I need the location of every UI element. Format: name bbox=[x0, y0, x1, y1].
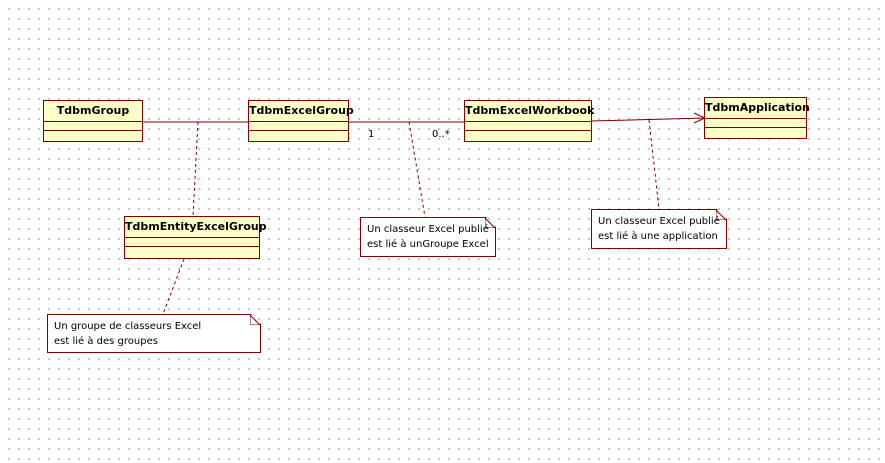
note-excel-group[interactable]: Un groupe de classeurs Excel est lié à d… bbox=[47, 314, 261, 353]
note-line-2: est lié à unGroupe Excel bbox=[367, 239, 489, 250]
note-line-2: est lié à une application bbox=[598, 231, 718, 242]
note-workbook-group[interactable]: Un classeur Excel publié est lié à unGro… bbox=[360, 217, 496, 257]
operations-compartment bbox=[705, 128, 806, 137]
operations-compartment bbox=[125, 247, 259, 256]
attributes-compartment bbox=[125, 238, 259, 247]
class-tdbm-application[interactable]: TdbmApplication bbox=[704, 97, 810, 139]
note-link-workbook-app bbox=[648, 119, 660, 210]
class-tdbm-excel-group[interactable]: TdbmExcelGroup bbox=[248, 100, 354, 142]
class-name: TdbmEntityExcelGroup bbox=[125, 217, 267, 238]
class-name: TdbmGroup bbox=[44, 101, 142, 122]
operations-compartment bbox=[44, 131, 142, 140]
operations-compartment bbox=[465, 131, 591, 140]
note-workbook-application[interactable]: Un classeur Excel publié est lié à une a… bbox=[591, 209, 727, 249]
multiplicity-zero-many: 0..* bbox=[432, 129, 450, 140]
attributes-compartment bbox=[705, 119, 806, 128]
association-workbook-application[interactable] bbox=[590, 117, 706, 122]
attributes-compartment bbox=[44, 122, 142, 131]
note-line-2: est lié à des groupes bbox=[54, 336, 158, 347]
class-tdbm-group[interactable]: TdbmGroup bbox=[43, 100, 143, 142]
class-tdbm-excel-workbook[interactable]: TdbmExcelWorkbook bbox=[464, 100, 594, 142]
note-link-workbook-group bbox=[408, 121, 426, 218]
multiplicity-one: 1 bbox=[368, 129, 375, 140]
attributes-compartment bbox=[249, 122, 348, 131]
note-line-1: Un groupe de classeurs Excel bbox=[54, 321, 202, 332]
attributes-compartment bbox=[465, 122, 591, 131]
operations-compartment bbox=[249, 131, 348, 140]
class-name: TdbmApplication bbox=[705, 98, 810, 119]
class-name: TdbmExcelWorkbook bbox=[465, 101, 594, 122]
note-link-entity bbox=[162, 258, 185, 315]
note-line-1: Un classeur Excel publié bbox=[367, 224, 489, 235]
class-name: TdbmExcelGroup bbox=[249, 101, 354, 122]
class-tdbm-entity-excel-group[interactable]: TdbmEntityExcelGroup bbox=[124, 216, 267, 259]
assoc-class-link-entity bbox=[192, 121, 199, 217]
note-line-1: Un classeur Excel publié bbox=[598, 216, 720, 227]
